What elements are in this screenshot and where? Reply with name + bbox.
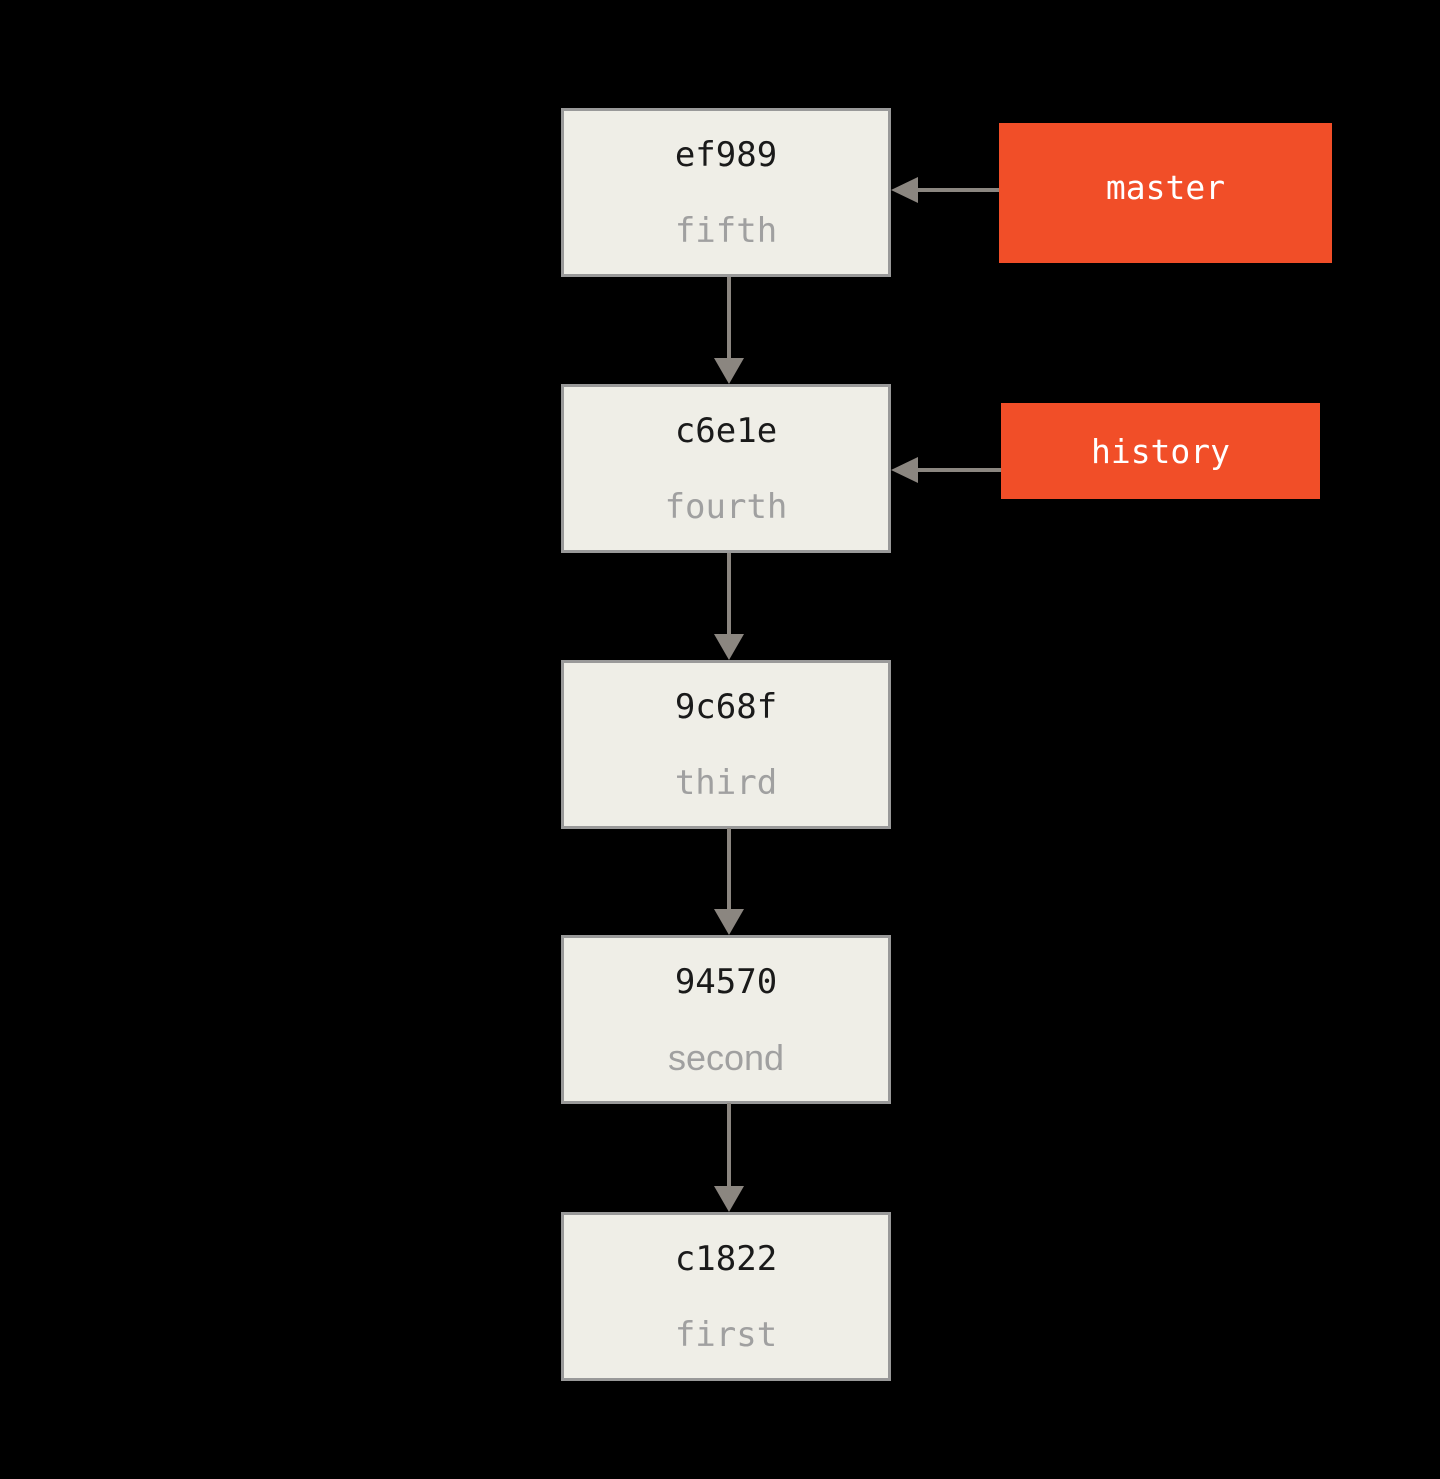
commit-hash: 9c68f <box>674 687 778 727</box>
arrowhead-down-icon <box>714 358 744 384</box>
parent-arrow-1 <box>714 277 744 384</box>
commit-hash: c1822 <box>674 1239 778 1279</box>
arrow-line <box>727 277 731 360</box>
ref-arrow-master <box>891 177 999 203</box>
arrow-line <box>727 553 731 636</box>
arrow-line <box>727 828 731 911</box>
commit-message: first <box>674 1315 778 1355</box>
parent-arrow-3 <box>714 828 744 935</box>
arrowhead-down-icon <box>714 634 744 660</box>
arrowhead-left-icon <box>891 177 918 203</box>
commit-hash: 94570 <box>674 962 778 1002</box>
commit-box-9c68f: 9c68f third <box>561 660 891 829</box>
commit-hash: c6e1e <box>674 411 778 451</box>
commit-message: third <box>674 763 778 803</box>
commit-box-c1822: c1822 first <box>561 1212 891 1381</box>
commit-message: fourth <box>664 487 788 527</box>
parent-arrow-2 <box>714 553 744 660</box>
parent-arrow-4 <box>714 1103 744 1212</box>
ref-arrow-history <box>891 457 1001 483</box>
arrowhead-down-icon <box>714 909 744 935</box>
commit-box-ef989: ef989 fifth <box>561 108 891 277</box>
branch-label-master: master <box>999 123 1332 263</box>
arrowhead-down-icon <box>714 1186 744 1212</box>
commit-hash: ef989 <box>674 135 778 175</box>
arrow-line <box>727 1103 731 1188</box>
commit-box-c6e1e: c6e1e fourth <box>561 384 891 553</box>
arrow-line <box>917 468 1001 472</box>
commit-message: fifth <box>674 211 778 251</box>
commit-message: second <box>667 1037 785 1078</box>
commit-box-94570: 94570 second <box>561 935 891 1104</box>
branch-label-history: history <box>1001 403 1320 499</box>
arrow-line <box>917 188 999 192</box>
arrowhead-left-icon <box>891 457 918 483</box>
